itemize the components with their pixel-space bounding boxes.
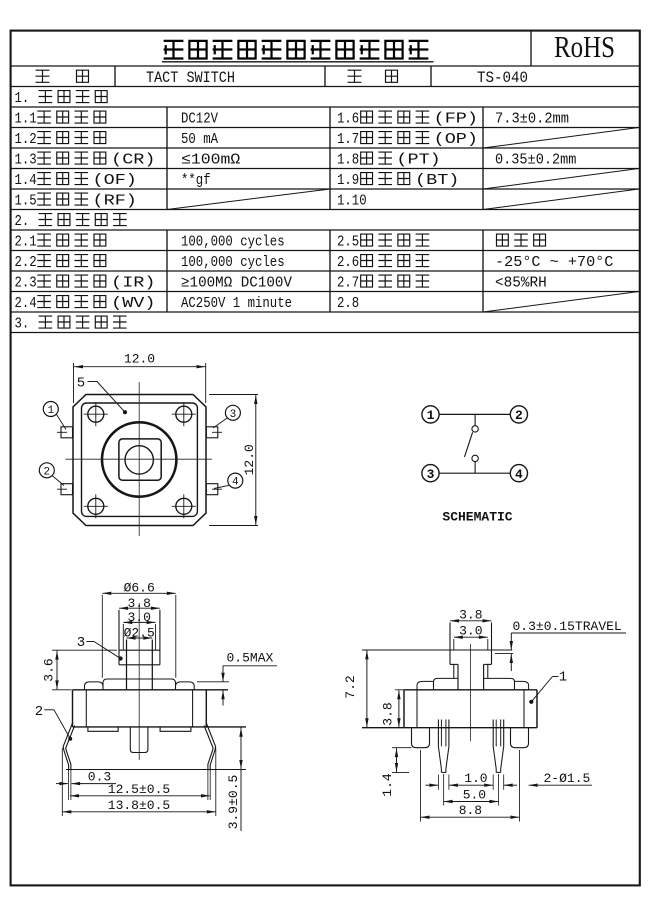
svg-text:<85%RH: <85%RH — [495, 275, 547, 292]
svg-text:100,000 cycles: 100,000 cycles — [181, 254, 285, 271]
svg-text:1.9: 1.9 — [337, 172, 359, 189]
svg-text:0.3±0.15TRAVEL: 0.3±0.15TRAVEL — [513, 619, 622, 634]
svg-text:(IR): (IR) — [111, 275, 155, 292]
svg-text:8.8: 8.8 — [459, 803, 482, 818]
svg-text:0.3: 0.3 — [88, 770, 111, 785]
svg-text:2: 2 — [43, 466, 50, 478]
svg-text:(FP): (FP) — [434, 111, 478, 128]
svg-text:5.0: 5.0 — [463, 787, 486, 802]
svg-text:12.0: 12.0 — [242, 444, 257, 475]
svg-text:DC12V: DC12V — [181, 111, 218, 128]
svg-text:1.0: 1.0 — [464, 771, 487, 786]
svg-text:1: 1 — [47, 405, 54, 417]
svg-text:3.: 3. — [15, 316, 30, 333]
svg-text:1.5: 1.5 — [15, 193, 37, 210]
svg-text:≤100mΩ: ≤100mΩ — [181, 152, 240, 169]
svg-text:1.2: 1.2 — [15, 131, 37, 148]
svg-text:1: 1 — [427, 408, 435, 423]
svg-text:3: 3 — [77, 635, 85, 651]
svg-text:12.0: 12.0 — [124, 352, 155, 367]
svg-text:RoHS: RoHS — [554, 29, 615, 64]
svg-text:(PT): (PT) — [396, 152, 440, 169]
svg-text:(WV): (WV) — [111, 295, 155, 312]
svg-text:(RF): (RF) — [93, 193, 137, 210]
svg-text:2.8: 2.8 — [337, 295, 359, 312]
svg-text:AC250V 1 minute: AC250V 1 minute — [181, 295, 292, 312]
svg-text:(OF): (OF) — [93, 172, 137, 189]
svg-text:Ø6.6: Ø6.6 — [124, 580, 155, 595]
svg-text:1.8: 1.8 — [337, 152, 359, 169]
svg-text:2.6: 2.6 — [337, 254, 359, 271]
svg-text:2.3: 2.3 — [15, 275, 37, 292]
svg-text:50 mA: 50 mA — [181, 131, 218, 148]
svg-text:1.4: 1.4 — [15, 172, 37, 189]
svg-text:0.35±0.2mm: 0.35±0.2mm — [495, 152, 576, 169]
svg-text:4: 4 — [515, 467, 523, 482]
svg-text:2: 2 — [515, 408, 523, 423]
svg-text:2: 2 — [35, 704, 43, 720]
svg-text:3.8: 3.8 — [459, 607, 482, 622]
svg-text:3.9±0.5: 3.9±0.5 — [226, 775, 241, 830]
svg-text:100,000 cycles: 100,000 cycles — [181, 234, 285, 251]
svg-text:3.0: 3.0 — [459, 624, 482, 639]
svg-text:7.3±0.2mm: 7.3±0.2mm — [495, 111, 569, 128]
svg-text:(OP): (OP) — [434, 131, 478, 148]
svg-text:2.5: 2.5 — [337, 234, 359, 251]
svg-text:2.1: 2.1 — [15, 234, 37, 251]
svg-text:2.7: 2.7 — [337, 275, 359, 292]
svg-text:(BT): (BT) — [415, 172, 459, 189]
svg-text:2-Ø1.5: 2-Ø1.5 — [544, 771, 591, 786]
svg-text:-25°C ~ +70°C: -25°C ~ +70°C — [495, 254, 613, 271]
svg-text:2.2: 2.2 — [15, 254, 37, 271]
svg-text:4: 4 — [232, 477, 239, 489]
svg-text:1: 1 — [559, 670, 567, 686]
svg-text:2.4: 2.4 — [15, 295, 37, 312]
svg-text:0.5MAX: 0.5MAX — [227, 651, 274, 666]
svg-text:(CR): (CR) — [111, 152, 155, 169]
svg-text:3: 3 — [427, 467, 435, 482]
svg-text:TS-040: TS-040 — [477, 69, 528, 87]
svg-text:3.8: 3.8 — [381, 702, 396, 725]
svg-text:5: 5 — [77, 376, 85, 392]
svg-text:2.: 2. — [15, 213, 30, 230]
svg-text:**gf: **gf — [181, 172, 211, 189]
svg-text:12.5±0.5: 12.5±0.5 — [108, 782, 170, 797]
svg-text:1.6: 1.6 — [337, 111, 359, 128]
svg-text:3: 3 — [230, 409, 237, 421]
svg-text:SCHEMATIC: SCHEMATIC — [442, 510, 512, 525]
svg-text:13.8±0.5: 13.8±0.5 — [108, 798, 170, 813]
svg-text:1.1: 1.1 — [15, 111, 37, 128]
svg-text:7.2: 7.2 — [343, 675, 358, 698]
svg-text:1.7: 1.7 — [337, 131, 359, 148]
svg-text:1.3: 1.3 — [15, 152, 37, 169]
svg-text:1.: 1. — [15, 90, 30, 107]
svg-text:TACT SWITCH: TACT SWITCH — [146, 69, 235, 87]
svg-text:≥100MΩ DC100V: ≥100MΩ DC100V — [181, 275, 292, 292]
svg-text:1.4: 1.4 — [380, 773, 395, 797]
svg-text:1.10: 1.10 — [337, 193, 367, 210]
svg-text:3.6: 3.6 — [42, 658, 57, 681]
